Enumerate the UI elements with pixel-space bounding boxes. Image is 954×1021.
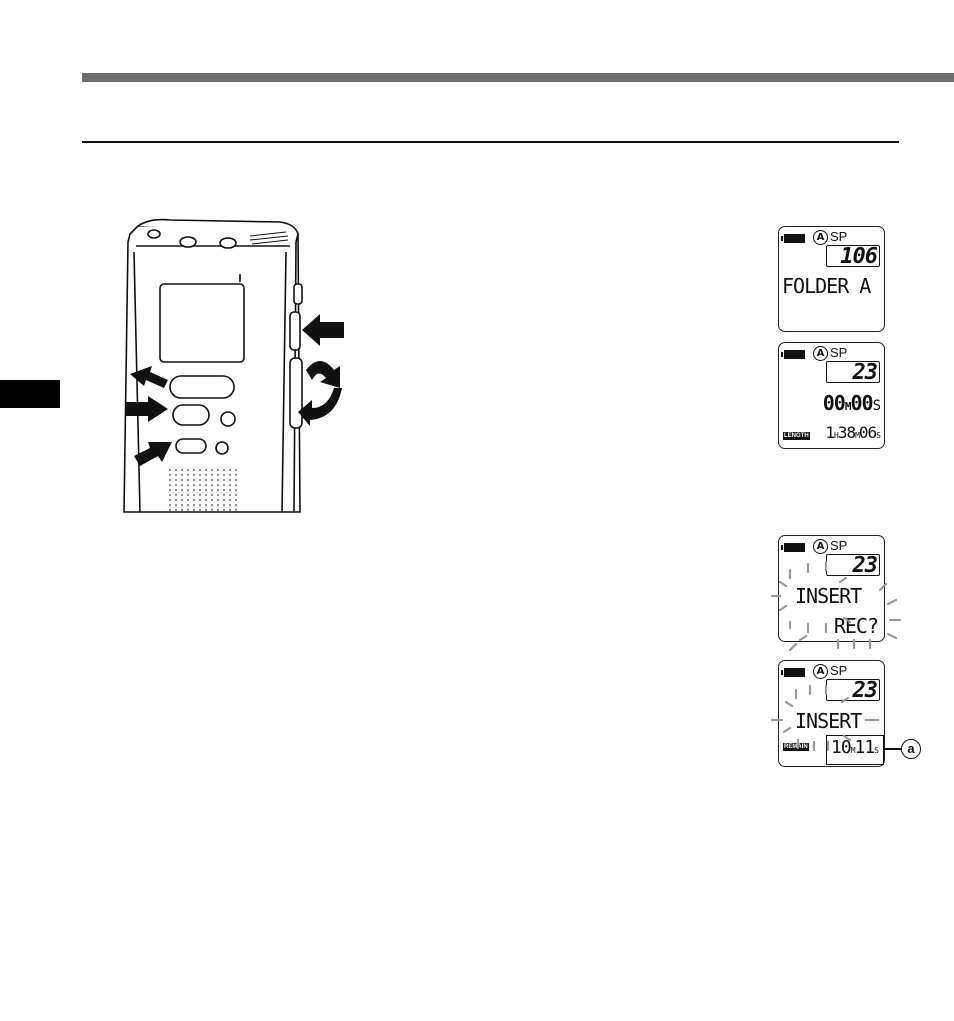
file-length: 1H38M06S (825, 423, 880, 442)
elapsed-time: 00M00S (823, 391, 880, 415)
callout-a: a (901, 739, 921, 759)
file-number: 106 (826, 245, 880, 267)
section-header-bar (82, 73, 954, 82)
folder-indicator: A (813, 346, 828, 361)
insert-label: INSERT (795, 709, 861, 733)
title-rule (82, 141, 899, 143)
file-number: 23 (826, 361, 880, 383)
record-mode: SP (830, 663, 847, 678)
folder-label: FOLDER A (782, 274, 870, 298)
rec-prompt: REC? (834, 614, 878, 638)
file-number: 23 (826, 679, 880, 701)
arrow-icon (298, 388, 342, 426)
battery-icon (784, 543, 805, 552)
battery-icon (784, 668, 805, 677)
battery-icon (784, 350, 805, 359)
arrow-icon (302, 314, 344, 346)
remain-tag: REMAIN (783, 743, 809, 751)
insert-label: INSERT (795, 584, 861, 608)
callout-leader (884, 748, 901, 750)
lcd-display-folder: A SP 106 FOLDER A (778, 226, 885, 332)
recorder-device-illustration (110, 212, 355, 517)
arrow-icon (306, 361, 340, 388)
file-number: 23 (826, 554, 880, 576)
folder-indicator: A (813, 539, 828, 554)
record-mode: SP (830, 538, 847, 553)
folder-indicator: A (813, 230, 828, 245)
battery-icon (784, 234, 805, 243)
chapter-tab (0, 380, 60, 408)
folder-indicator: A (813, 664, 828, 679)
lcd-display-length: A SP 23 00M00S LENGTH 1H38M06S (778, 342, 885, 449)
lcd-display-insert-confirm: A SP 23 INSERT REC? (778, 535, 885, 642)
record-mode: SP (830, 345, 847, 360)
remaining-time-highlight (826, 735, 884, 765)
record-mode: SP (830, 229, 847, 244)
length-tag: LENGTH (783, 432, 810, 440)
